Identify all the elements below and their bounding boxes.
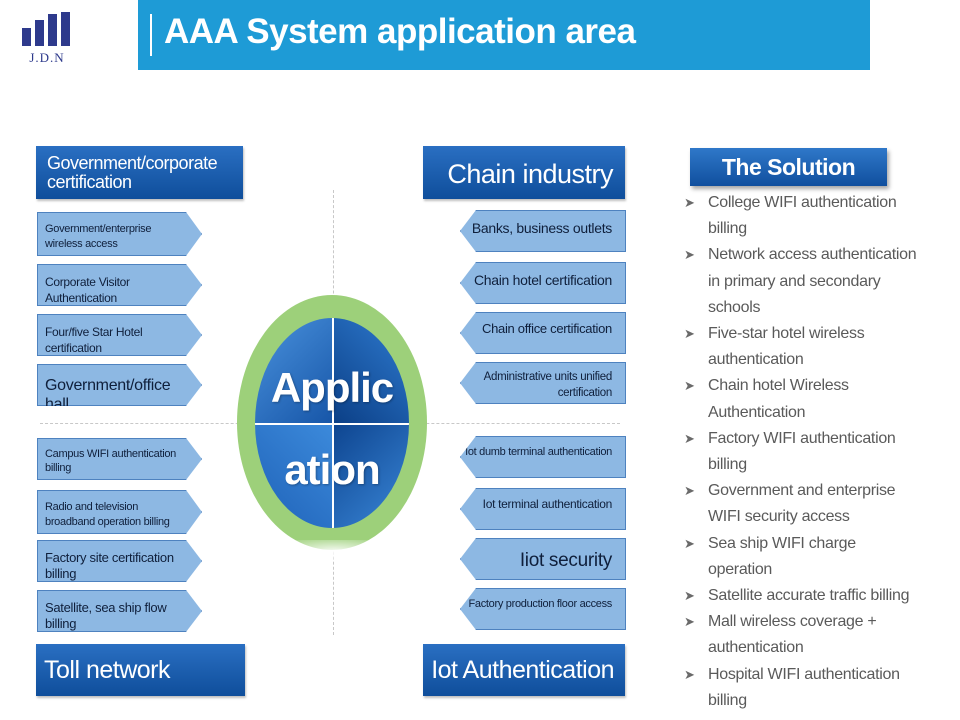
- item-gov-enterprise-wireless: Government/enterprise wireless access: [37, 212, 202, 256]
- solution-item: ➤ Sea ship WIFI charge operation: [683, 531, 923, 583]
- chevron-right-icon: ➤: [684, 614, 695, 630]
- category-government-corporate: Government/corporate certification: [36, 146, 243, 199]
- item-iiot-security: Iiot security: [460, 538, 626, 580]
- item-radio-tv-broadband: Radio and television broadband operation…: [37, 490, 202, 534]
- item-banks-outlets: Banks, business outlets: [460, 210, 626, 252]
- solution-item: ➤ Mall wireless coverage + authenticatio…: [683, 609, 923, 661]
- logo-brand-text: J.D.N: [29, 50, 65, 65]
- item-office-hall: Government/office hall: [37, 364, 202, 406]
- category-title: Government/corporate certification: [47, 153, 218, 192]
- item-campus-wifi: Campus WIFI authentication billing: [37, 438, 202, 480]
- solution-item: ➤ Chain hotel Wireless Authentication: [683, 373, 923, 425]
- chevron-right-icon: ➤: [684, 195, 695, 210]
- chevron-right-icon: ➤: [684, 326, 695, 342]
- page-title: AAA System application area: [164, 12, 636, 51]
- item-factory-site: Factory site certification billing: [37, 540, 202, 582]
- company-logo: J.D.N: [18, 10, 76, 68]
- center-label-line2: ation: [284, 446, 380, 493]
- solution-item: ➤ Five-star hotel wireless authenticatio…: [683, 321, 923, 373]
- category-chain-industry: Chain industry: [423, 146, 625, 199]
- chevron-right-icon: ➤: [684, 483, 695, 499]
- center-reflection: [284, 540, 384, 562]
- item-chain-hotel: Chain hotel certification: [460, 262, 626, 304]
- solution-item: ➤ College WIFI authentication billing: [683, 190, 923, 242]
- solution-list: ➤ College WIFI authentication billing ➤ …: [683, 190, 923, 714]
- solution-item: ➤ Hospital WIFI authentication billing: [683, 662, 923, 714]
- category-title: Chain industry: [447, 159, 613, 189]
- chevron-right-icon: ➤: [684, 378, 695, 394]
- chevron-right-icon: ➤: [684, 666, 695, 682]
- category-toll-network: Toll network: [36, 644, 245, 696]
- chevron-right-icon: ➤: [684, 535, 695, 551]
- solution-item: ➤ Satellite accurate traffic billing: [683, 583, 923, 609]
- category-title: Toll network: [44, 656, 171, 684]
- item-star-hotel: Four/five Star Hotel certification: [37, 314, 202, 356]
- chevron-right-icon: ➤: [684, 247, 695, 263]
- item-corporate-visitor: Corporate Visitor Authentication: [37, 264, 202, 306]
- item-iot-terminal: Iot terminal authentication: [460, 488, 626, 530]
- solution-item: ➤ Factory WIFI authentication billing: [683, 426, 923, 478]
- center-label-line1: Applic: [270, 364, 394, 411]
- chevron-right-icon: ➤: [684, 430, 695, 446]
- category-iot-authentication: Iot Authentication: [423, 644, 625, 696]
- application-disc: Applic ation: [255, 318, 409, 528]
- header-banner: AAA System application area: [138, 0, 870, 70]
- item-satellite-flow: Satellite, sea ship flow billing: [37, 590, 202, 632]
- chevron-right-icon: ➤: [684, 588, 695, 604]
- item-iot-dumb-terminal: Iot dumb terminal authentication: [460, 436, 626, 478]
- item-chain-office: Chain office certification: [460, 312, 626, 354]
- header-divider: [150, 14, 152, 56]
- logo-bars-icon: [22, 12, 72, 46]
- category-title: Iot Authentication: [431, 656, 614, 684]
- solution-title: The Solution: [690, 148, 887, 186]
- solution-item: ➤ Network access authentication in prima…: [683, 242, 923, 321]
- solution-item: ➤ Government and enterprise WIFI securit…: [683, 478, 923, 530]
- item-administrative-units: Administrative units unified certificati…: [460, 362, 626, 404]
- item-factory-floor: Factory production floor access: [460, 588, 626, 630]
